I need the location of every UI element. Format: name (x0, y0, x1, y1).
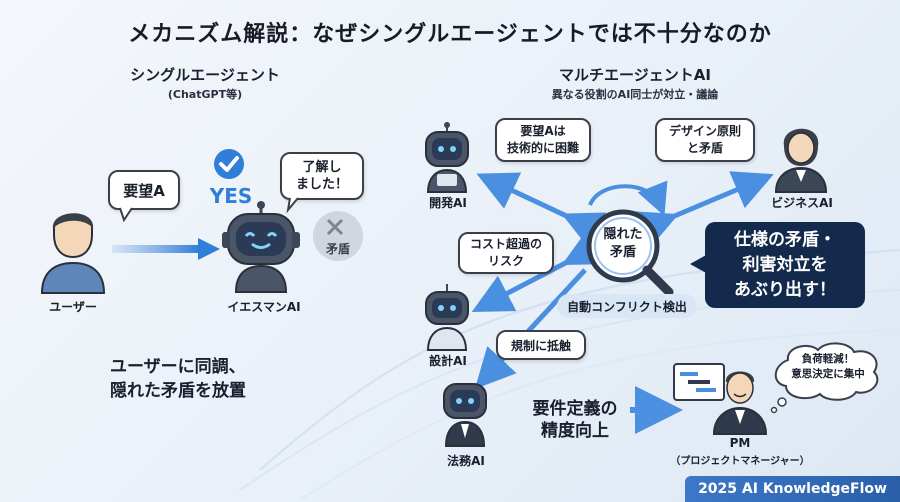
request-bubble: 要望A (108, 170, 180, 210)
single-agent-heading: シングルエージェント (130, 66, 280, 84)
pm-person-icon (712, 371, 768, 435)
yesman-agent-label: イエスマンAI (227, 300, 301, 314)
magnifier-icon (586, 209, 674, 297)
design-ai-bubble: コスト超過の リスク (458, 232, 554, 274)
callout-box: 仕様の矛盾・ 利害対立を あぶり出す！ (705, 222, 865, 308)
auto-conflict-detection-label: 自動コンフリクト検出 (557, 294, 697, 318)
pm-thought-text: 負荷軽減！ 意思決定に集中 (791, 353, 865, 380)
dev-ai-robot-icon (425, 122, 469, 193)
pm-thought-cloud (770, 342, 879, 414)
dev-ai-label: 開発AI (429, 196, 467, 210)
reply-bubble: 了解し ました！ (280, 152, 364, 200)
precision-improvement-text: 要件定義の 精度向上 (532, 399, 618, 441)
reply-bubble-tail (286, 197, 299, 214)
pm-sub-label: （プロジェクトマネージャー） (670, 456, 810, 467)
ignored-contradiction-icon (313, 211, 363, 261)
check-icon (214, 149, 244, 179)
design-ai-robot-icon (425, 284, 469, 351)
single-agent-conclusion: ユーザーに同調、 隠れた矛盾を放置 (110, 357, 246, 401)
request-bubble-tail (119, 207, 133, 223)
yes-label: YES (209, 184, 253, 208)
design-ai-label: 設計AI (429, 354, 467, 368)
business-ai-label: ビジネスAI (771, 196, 833, 210)
business-ai-icon (774, 128, 828, 193)
pm-label: PM (729, 436, 751, 450)
multi-agent-sub: 異なる役割のAI同士が対立・議論 (551, 88, 719, 101)
legal-ai-bubble: 規制に抵触 (496, 330, 586, 360)
user-icon (40, 213, 106, 294)
footer-brand: 2025 AI KnowledgeFlow (685, 476, 900, 502)
gantt-chart-icon (673, 363, 725, 401)
legal-ai-robot-icon (443, 383, 487, 447)
business-ai-bubble: デザイン原則 と矛盾 (655, 118, 755, 162)
hidden-contradiction-label: 隠れた 矛盾 (603, 227, 643, 260)
page-title: メカニズム解説：なぜシングルエージェントでは不十分なのか (128, 22, 772, 47)
yesman-robot-icon (222, 201, 300, 293)
dev-ai-bubble: 要望Aは 技術的に困難 (495, 118, 591, 162)
arrow-user-to-agent (112, 238, 220, 260)
legal-ai-label: 法務AI (447, 454, 485, 468)
multi-agent-heading: マルチエージェントAI (559, 66, 711, 84)
callout-tail (690, 254, 708, 274)
contradiction-label: 矛盾 (325, 242, 350, 256)
single-agent-sub: (ChatGPT等) (167, 88, 243, 101)
user-label: ユーザー (49, 300, 97, 314)
